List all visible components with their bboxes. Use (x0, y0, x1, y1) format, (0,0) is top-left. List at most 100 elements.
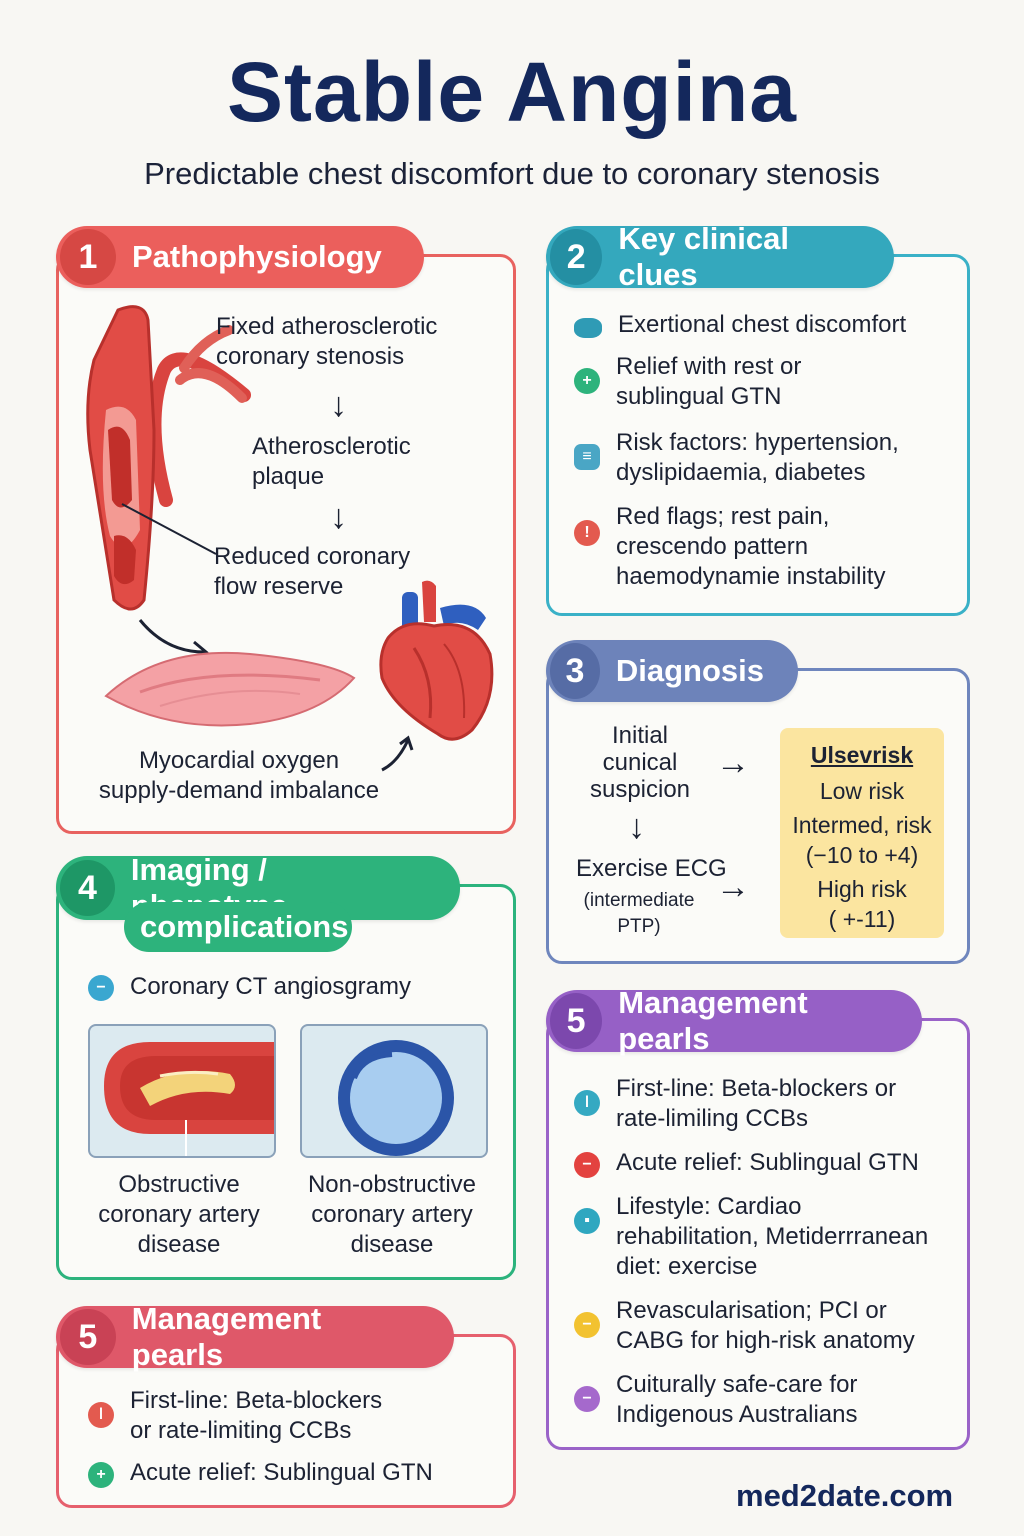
obstructive-artery-illustration (104, 1042, 274, 1156)
diagnosis-ecg-sub: (intermediate PTP) (574, 888, 704, 940)
clinical-clues-panel (546, 254, 970, 616)
management-item: − Acute relief: Sublingual GTN (574, 1148, 919, 1178)
diagnosis-ecg: Exercise ECG (576, 855, 727, 882)
down-arrow-icon: ↓ (330, 386, 347, 424)
clue-text: Risk factors: hypertension, (616, 429, 899, 456)
section-number: 1 (60, 229, 116, 285)
obstructive-label-line2: coronary artery (98, 1201, 260, 1228)
heart-illustration (379, 580, 494, 741)
section-title: Management pearls (131, 1301, 322, 1372)
management-item: − Revascularisation; PCI or CABG for hig… (574, 1296, 915, 1356)
pill-icon (574, 318, 602, 338)
plus-icon: + (574, 368, 600, 394)
diagnosis-ecg-sub-line1: (intermediate (583, 890, 695, 911)
management-text: Revascularisation; PCI or (616, 1297, 887, 1324)
non-obstructive-artery-illustration (338, 1040, 454, 1156)
lock-icon: ▪ (574, 1208, 600, 1234)
diagnosis-header: 3 Diagnosis (546, 640, 798, 702)
management-text: First-line: Beta-blockers (130, 1387, 383, 1414)
patho-step-3-line2: flow reserve (214, 573, 344, 600)
management-item: − Cuiturally safe-care for Indigenous Au… (574, 1370, 858, 1430)
section-title: Diagnosis (615, 653, 764, 688)
clinical-clues-header: 2 Key clinical clues (546, 221, 894, 292)
pill-icon: − (574, 1386, 600, 1412)
risk-intermediate-range: (−10 to +4) (805, 842, 919, 868)
diagnosis-initial-line1: Initial (611, 722, 669, 749)
minus-icon: − (88, 975, 114, 1001)
list-icon: ≡ (574, 444, 600, 470)
non-obstructive-label-line1: Non-obstructive (307, 1171, 477, 1198)
minus-icon: − (574, 1152, 600, 1178)
management-panel-right (546, 1018, 970, 1450)
risk-box: Ulsevrisk Low risk Intermed, risk (−10 t… (780, 728, 944, 938)
section-title: Key clinical clues (618, 221, 789, 292)
clue-item: Exertional chest discomfort (574, 310, 906, 340)
patho-step-1-line2: coronary stenosis (216, 343, 405, 370)
risk-low: Low risk (819, 778, 905, 804)
management-text: Indigenous Australians (616, 1401, 858, 1428)
page-subtitle: Predictable chest discomfort due to coro… (144, 156, 880, 191)
pointer-line (121, 503, 217, 555)
management-text: rehabilitation, Metiderrranean (616, 1223, 929, 1250)
diagnosis-initial-line2: cunical (602, 749, 678, 776)
diagnosis-ecg-sub-line2: PTP) (617, 916, 661, 937)
patho-step-4-line2: supply-demand imbalance (98, 777, 380, 804)
section-title: Pathophysiology (132, 239, 382, 274)
section-number: 4 (60, 860, 115, 916)
patho-step-2-line2: plaque (252, 463, 325, 490)
non-obstructive-label: Non-obstructive coronary artery disease (294, 1170, 490, 1260)
risk-intermediate: Intermed, risk (792, 812, 932, 838)
dash-icon: − (574, 1312, 600, 1338)
clue-text: Red flags; rest pain, (616, 503, 830, 530)
clue-text: sublingual GTN (616, 383, 782, 410)
management-text: CABG for high-risk anatomy (616, 1327, 915, 1354)
management-item: ▪ Lifestyle: Cardiao rehabilitation, Met… (574, 1192, 928, 1282)
patho-step-1-line1: Fixed atherosclerotic (216, 313, 438, 340)
info-icon: ǀ (574, 1090, 600, 1116)
plus-icon: + (88, 1462, 114, 1488)
imaging-header: 4 Imaging / phenotype (56, 852, 460, 923)
diagnosis-initial: Initial cunical suspicion (572, 722, 708, 803)
brand-logo-text[interactable]: med2date.com (736, 1478, 954, 1513)
clue-text: haemodynamie instability (616, 563, 886, 590)
right-arrow-icon: → (716, 744, 750, 782)
management-item: + Acute relief: Sublingual GTN (88, 1458, 433, 1488)
section-number: 5 (60, 1309, 116, 1365)
section-title: Management pearls (618, 985, 808, 1056)
alert-icon: ! (574, 520, 600, 546)
management-text: Acute relief: Sublingual GTN (616, 1149, 919, 1176)
management-text: diet: exercise (616, 1253, 758, 1280)
management-text: rate-limiling CCBs (616, 1105, 809, 1132)
ct-text: Coronary CT angiosgramy (130, 973, 412, 1000)
clue-item: ≡ Risk factors: hypertension, dyslipidae… (574, 428, 899, 488)
patho-step-1: Fixed atherosclerotic coronary stenosis (216, 312, 437, 372)
non-obstructive-label-line2: coronary artery (311, 1201, 473, 1228)
clue-text: crescendo pattern (616, 533, 809, 560)
patho-step-3: Reduced coronary flow reserve (214, 542, 410, 602)
section-number: 2 (550, 229, 603, 285)
non-obstructive-image (300, 1024, 488, 1158)
imaging-header-line2: complications (124, 902, 352, 952)
myocardium-illustration (104, 651, 356, 727)
clue-text: dyslipidaemia, diabetes (616, 459, 866, 486)
right-arrow-icon: → (716, 868, 750, 906)
management-header-left: 5 Management pearls (56, 1301, 454, 1372)
section-number: 5 (550, 993, 603, 1049)
management-text: Lifestyle: Cardiao (616, 1193, 802, 1220)
patho-step-4-line1: Myocardial oxygen (138, 747, 340, 774)
risk-high: High risk (817, 876, 907, 902)
management-header-right: 5 Management pearls (546, 985, 922, 1056)
artery-illustration (86, 305, 251, 611)
non-obstructive-label-line3: disease (350, 1231, 434, 1258)
patho-step-3-line1: Reduced coronary (214, 543, 411, 570)
risk-header: Ulsevrisk (810, 742, 914, 768)
obstructive-label: Obstructive coronary artery disease (84, 1170, 274, 1260)
obstructive-image (88, 1024, 276, 1158)
risk-high-range: ( +-11) (828, 906, 896, 932)
management-text: First-line: Beta-blockers or (616, 1075, 897, 1102)
management-item: ǀ First-line: Beta-blockers or rate-limi… (88, 1386, 382, 1446)
pathophysiology-header: 1 Pathophysiology (56, 226, 424, 288)
info-icon: ǀ (88, 1402, 114, 1428)
clue-item: ! Red flags; rest pain, crescendo patter… (574, 502, 885, 592)
patho-step-4: Myocardial oxygen supply-demand imbalanc… (84, 746, 394, 806)
